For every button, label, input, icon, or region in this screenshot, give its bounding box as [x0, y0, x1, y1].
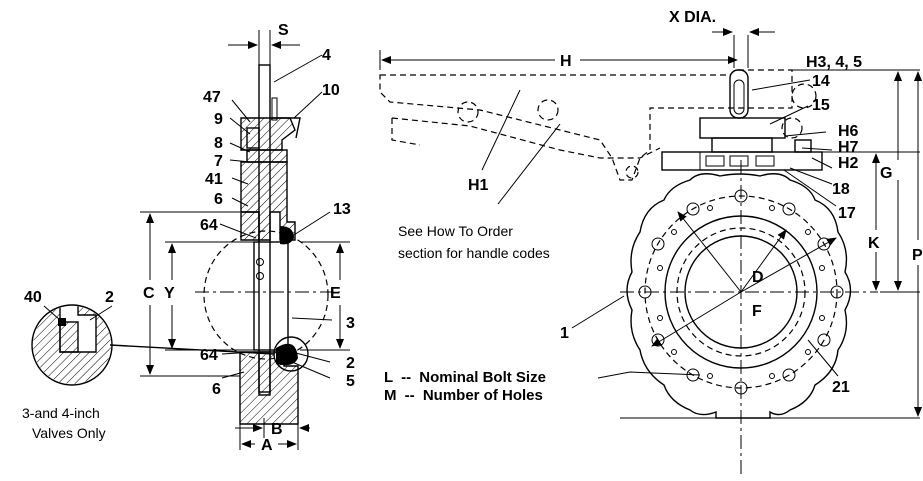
dim-x-dia: X DIA.: [669, 9, 716, 26]
part-21: 21: [832, 379, 850, 396]
handle-note-line2: section for handle codes: [398, 245, 550, 261]
part-47: 47: [203, 89, 221, 106]
part-14: 14: [812, 73, 830, 90]
dim-h345: H3, 4, 5: [806, 54, 862, 71]
dim-g: G: [880, 165, 892, 182]
part-2-detail: 2: [105, 289, 114, 306]
svg-text:M -- Number of Hol: M -- Number of Holes: [384, 387, 543, 404]
stem-bottom: [258, 351, 271, 393]
part-6-top: 6: [214, 191, 223, 208]
handle-note-line1: See How To Order: [398, 223, 513, 239]
seat-top: [280, 226, 294, 245]
dim-e: E: [330, 285, 341, 302]
dim-h7: H7: [838, 139, 859, 156]
bolt-legend: L -- Nominal Bolt Size M -- Number of Ho…: [384, 369, 546, 404]
part-8: 8: [214, 135, 223, 152]
handle-outline: [379, 69, 793, 181]
packing-ring-9: [246, 127, 260, 149]
dim-h1: H1: [468, 177, 489, 194]
svg-text:L -- Nominal Bolt: L -- Nominal Bolt Size: [384, 369, 546, 386]
dim-h2: H2: [838, 155, 859, 172]
front-view: [379, 28, 922, 478]
part-18: 18: [832, 181, 850, 198]
legend-l-sep: --: [401, 369, 411, 386]
dim-f: F: [752, 303, 762, 320]
side-view: [109, 30, 350, 450]
dim-k: K: [868, 235, 880, 252]
part-64-top: 64: [200, 217, 218, 234]
part-15: 15: [812, 97, 830, 114]
dim-s: S: [278, 22, 289, 39]
disc-pin-upper: [256, 258, 264, 266]
valves-note-line1: 3-and 4-inch: [22, 405, 100, 421]
part-2-side: 2: [346, 355, 355, 372]
nut-h6: [794, 139, 812, 153]
part-64-bottom: 64: [200, 347, 218, 364]
legend-l-key: L: [384, 369, 393, 386]
part-40: 40: [24, 289, 42, 306]
dim-p: P: [912, 247, 923, 264]
part-4: 4: [322, 47, 331, 64]
part-13: 13: [333, 201, 351, 218]
valve-body-outline: [626, 173, 852, 419]
part-17: 17: [838, 205, 856, 222]
dim-h: H: [560, 53, 572, 70]
legend-m-text: Number of Holes: [423, 387, 543, 404]
legend-l-text: Nominal Bolt Size: [419, 369, 546, 386]
part-1: 1: [560, 325, 569, 342]
mounting-plate: [661, 151, 823, 171]
dim-h6: H6: [838, 123, 859, 140]
legend-m-key: M: [384, 387, 397, 404]
part-6-bottom: 6: [212, 381, 221, 398]
packing-gland: [240, 117, 296, 151]
dim-a: A: [261, 437, 273, 454]
part-10: 10: [322, 82, 340, 99]
valves-note-line2: Valves Only: [32, 425, 106, 441]
packing-ring-8: [246, 149, 288, 163]
part-7: 7: [214, 153, 223, 170]
dim-c: C: [143, 285, 155, 302]
part-41: 41: [205, 171, 223, 188]
legend-m-sep: --: [405, 387, 415, 404]
disc: [253, 241, 289, 351]
dim-b: B: [271, 421, 283, 438]
dim-d: D: [752, 269, 764, 286]
disc-pin-lower: [256, 272, 264, 280]
stud-10: [271, 97, 278, 121]
part-5: 5: [346, 373, 355, 390]
dim-y: Y: [164, 285, 175, 302]
disc-swing-circle: [203, 230, 329, 360]
part-9: 9: [214, 111, 223, 128]
bracket-10: [272, 117, 301, 139]
detail-view: [31, 304, 113, 386]
part-3: 3: [346, 315, 355, 332]
body-upper: [240, 211, 260, 241]
